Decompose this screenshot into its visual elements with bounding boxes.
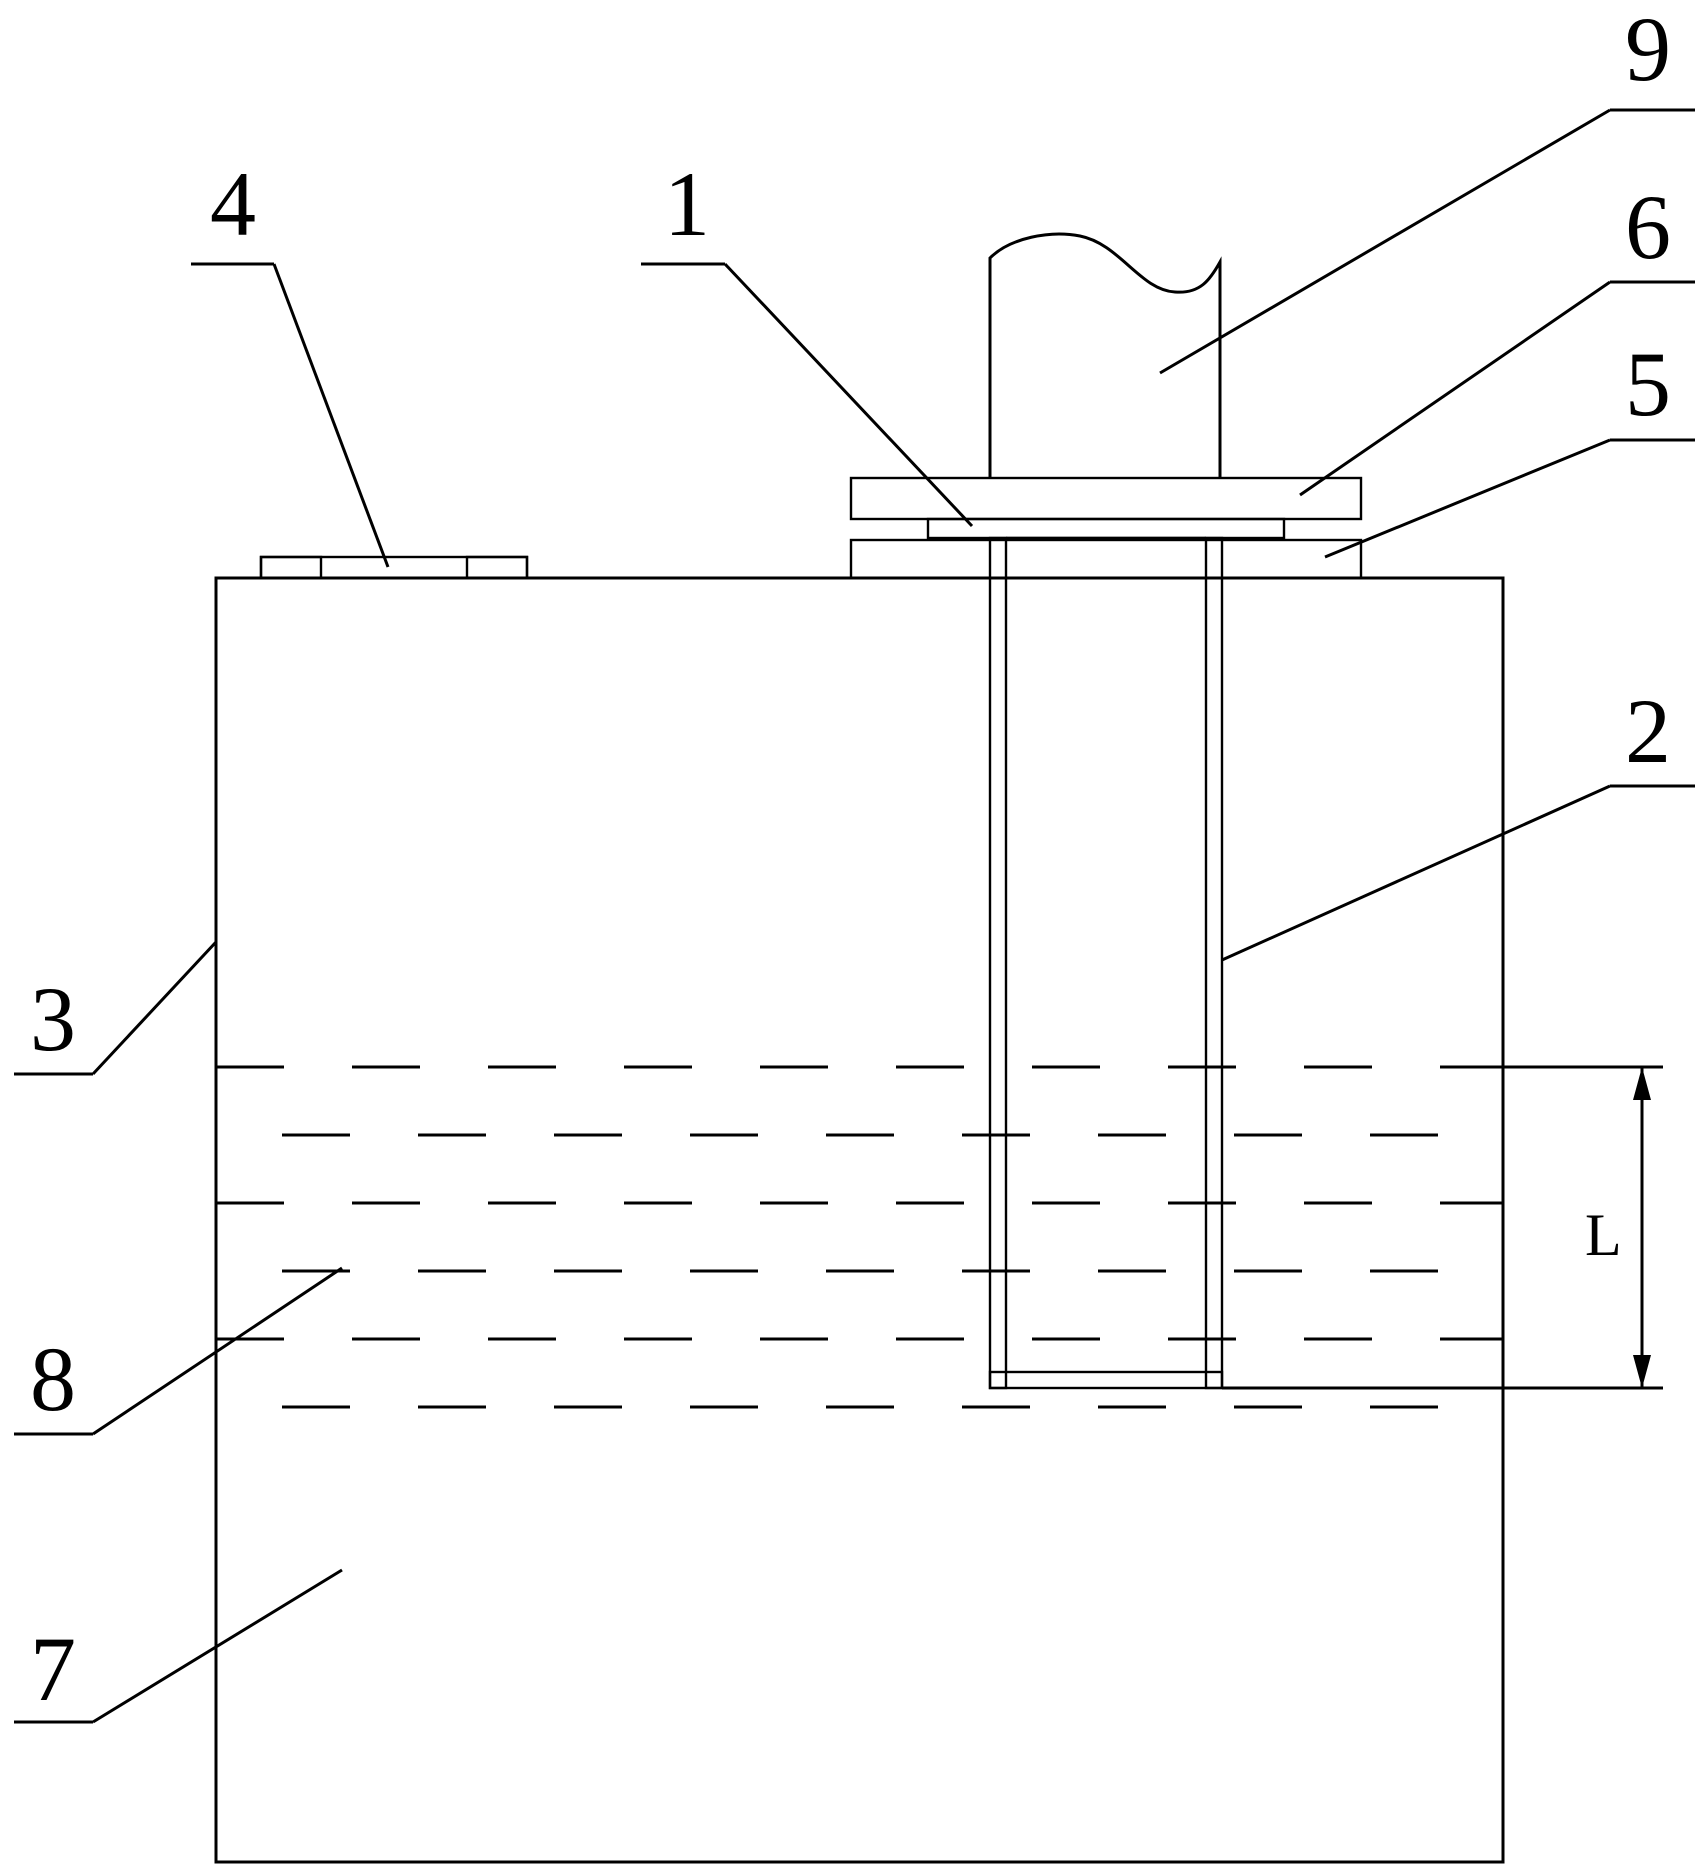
dimension-L: L — [1222, 1065, 1663, 1390]
dimension-label: L — [1585, 1202, 1622, 1268]
label-3: 3 — [30, 968, 76, 1070]
label-6: 6 — [1625, 176, 1671, 278]
seal-plate — [926, 517, 1286, 540]
label-7: 7 — [30, 1618, 76, 1720]
leader-lines — [14, 108, 1695, 1724]
u-tube — [988, 536, 1224, 1390]
label-4: 4 — [210, 153, 256, 255]
liquid-dash-lines — [216, 1065, 1503, 1409]
rod — [988, 232, 1222, 478]
label-8: 8 — [30, 1328, 76, 1430]
vent-part — [259, 555, 529, 580]
label-1: 1 — [664, 153, 710, 255]
label-5: 5 — [1625, 333, 1671, 435]
clamp-plate — [849, 476, 1363, 521]
label-2: 2 — [1625, 680, 1671, 782]
container-body — [214, 576, 1505, 1864]
label-9: 9 — [1625, 0, 1671, 100]
support-base — [849, 538, 1363, 580]
